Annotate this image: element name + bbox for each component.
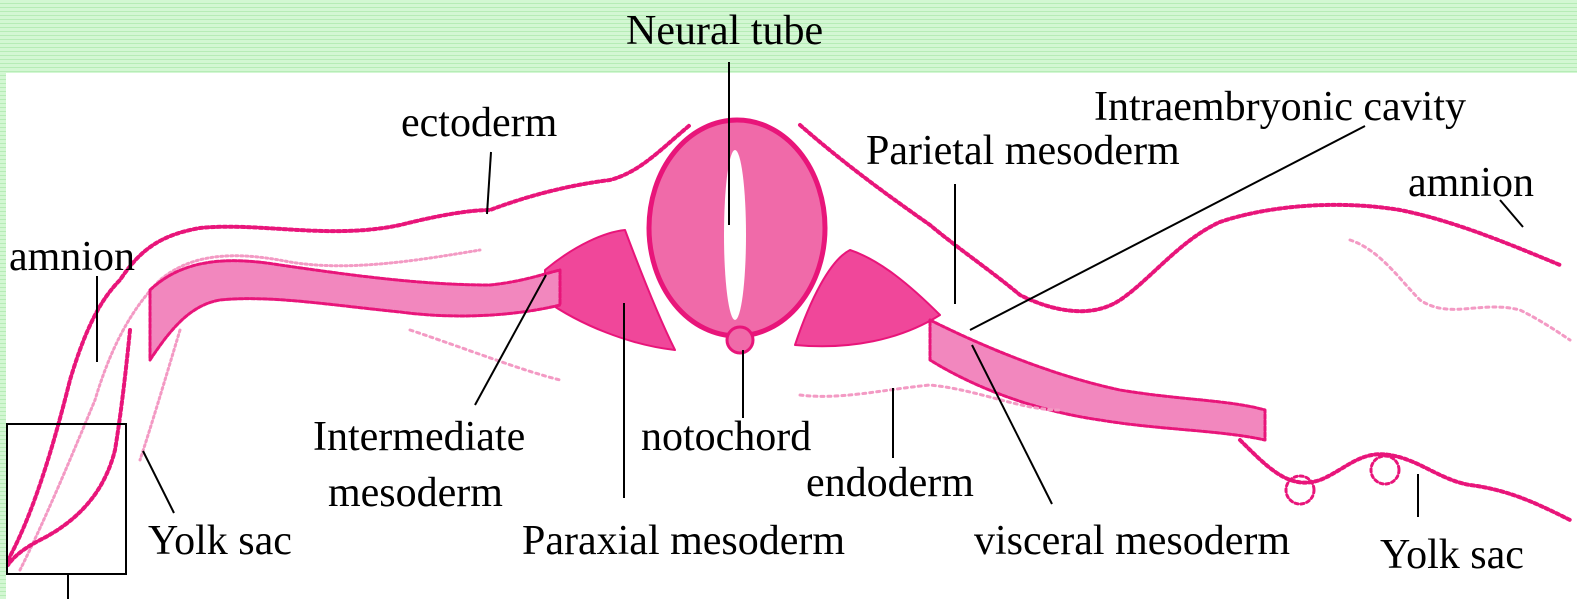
neural-tube-lumen [724, 150, 746, 320]
label-yolk-sac-left: Yolk sac [148, 518, 292, 564]
yolk-sac-left-inner [140, 330, 180, 460]
label-intraembryonic-cavity: Intraembryonic cavity [1094, 84, 1466, 130]
label-parietal-mesoderm: Parietal mesoderm [866, 128, 1180, 174]
notochord-shape [727, 327, 753, 353]
label-ectoderm: ectoderm [401, 100, 557, 146]
yolk-sac-bubble [1371, 456, 1399, 484]
label-notochord: notochord [641, 414, 811, 460]
label-paraxial-mesoderm: Paraxial mesoderm [522, 518, 845, 564]
tissue-section [8, 120, 1570, 570]
label-intermediate-line2: mesoderm [328, 470, 503, 516]
yolk-sac-bubble [1286, 476, 1314, 504]
label-yolk-sac-right: Yolk sac [1380, 532, 1524, 578]
label-endoderm: endoderm [806, 460, 974, 506]
lateral-mesoderm-right-band [930, 320, 1265, 440]
label-intermediate-line1: Intermediate [313, 414, 525, 460]
leader-ectoderm [487, 152, 491, 214]
yolk-sac-left-line [8, 330, 130, 565]
label-visceral-mesoderm: visceral mesoderm [974, 518, 1290, 564]
label-amnion-left: amnion [9, 234, 135, 280]
lateral-mesoderm-left-band [150, 261, 560, 360]
leader-yolk-sac-left [143, 451, 174, 513]
endoderm-left-line [410, 330, 560, 380]
label-neural-tube: Neural tube [626, 8, 823, 54]
label-amnion-right: amnion [1408, 160, 1534, 206]
inset-highlight-box [7, 424, 126, 574]
